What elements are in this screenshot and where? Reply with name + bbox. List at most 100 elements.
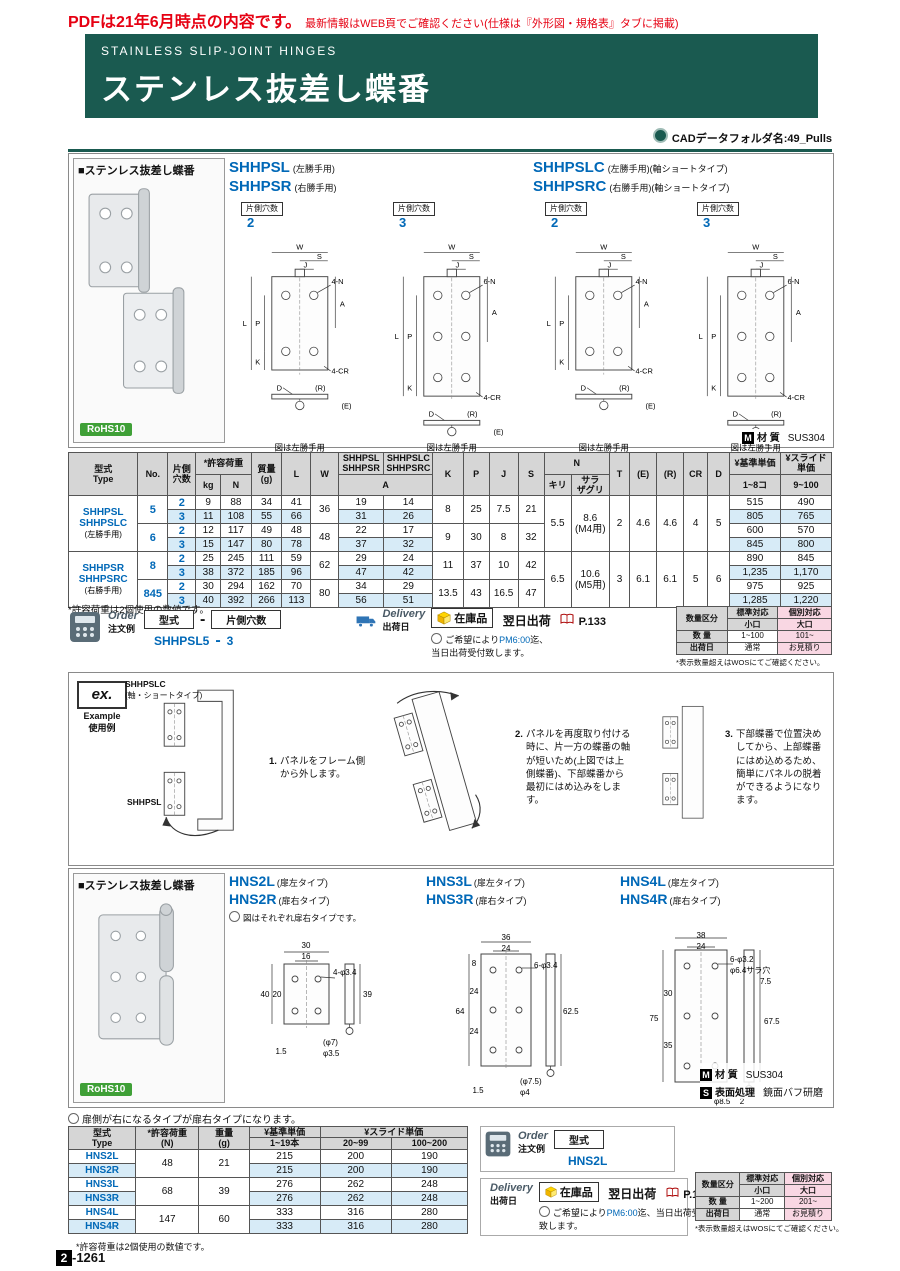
svg-text:24: 24 [697,942,706,951]
data-cell: 2 [608,495,631,553]
example-step-3: 3.下部蝶番で位置決めしてから、上部蝶番にはめ込めるため、簡単にパネルの脱着がで… [725,729,822,807]
data-cell: 490 [779,495,833,511]
header-cell: N [220,473,252,497]
data-cell: お見積り [783,1208,833,1222]
data-cell: 925 [779,579,833,595]
stock-cube-icon [437,611,452,625]
product-photo [88,188,185,394]
holes-count: 3 [399,215,407,230]
data-cell: 出荷日 [676,642,728,656]
ex-icon: ex. [77,681,127,709]
data-cell: HNS4L [67,1204,137,1220]
holes-label: 片側穴数 [393,202,435,216]
data-cell: 数 量 [694,1196,741,1210]
data-cell: 34 [337,579,385,595]
notice-main-text: PDFは21年6月時点の内容です。 [68,14,302,31]
data-cell: 66 [281,509,312,525]
data-cell: 245 [220,551,252,567]
data-cell: 21 [517,495,545,525]
svg-text:A: A [644,300,649,309]
data-cell: 48 [281,523,312,539]
svg-text:P: P [407,332,412,341]
data-cell: 25 [195,551,222,567]
order-fields-2: 型式 HNS2L [553,1130,607,1173]
delivery-label: Delivery 出荷日 [382,608,426,632]
svg-text:L: L [243,319,247,328]
header-cell: L [281,451,312,497]
svg-text:(R): (R) [467,410,478,419]
delivery-content-2: 在庫品 翌日出荷 P.133 ご希望によりPM6:00迄、当日出荷受付致します。 [538,1182,711,1232]
data-cell: 2 [167,523,197,539]
order-field-holes: 片側穴数 [211,610,282,629]
data-cell: 890 [729,551,781,567]
door-note-icon [68,1113,79,1124]
data-cell: 2 [167,579,197,595]
stock-badge-2: 在庫品 [538,1182,599,1202]
data-cell: 215 [248,1148,321,1164]
data-cell: 17 [383,523,434,539]
example-label-shhpsl: SHHPSL [127,797,162,807]
svg-text:P: P [559,319,564,328]
svg-text:(R): (R) [619,384,630,393]
stock-badge: 在庫品 [431,608,494,628]
svg-text:35: 35 [664,1041,673,1050]
data-cell: 21 [198,1148,250,1178]
svg-text:φ6.4サラ穴: φ6.4サラ穴 [730,965,770,975]
svg-text:W: W [752,243,760,252]
data-cell: 37 [337,537,385,553]
data-cell: SHHPSR SHHPSRC(右勝手用) [67,551,139,609]
data-cell: 41 [281,495,312,511]
page-reference-link[interactable]: P.133 [578,616,606,628]
data-cell: 80 [310,579,339,609]
data-cell: 42 [517,551,545,581]
data-cell: 31 [337,509,385,525]
data-cell: 10.6 (M5用) [570,551,610,609]
data-cell: 78 [281,537,312,553]
data-cell: 80 [250,537,283,553]
data-cell: 70 [281,579,312,595]
header-cell: ¥基準単価 [729,452,781,475]
data-cell: 通常 [739,1208,785,1222]
product-name: SHHPSR [229,178,292,195]
data-cell: 294 [220,579,252,595]
header-cell: 数量区分 [694,1171,741,1198]
svg-text:1.5: 1.5 [472,1086,484,1095]
data-cell: 30 [195,579,222,595]
book-icon [666,1187,679,1197]
svg-text:(φ7.5): (φ7.5) [520,1077,542,1086]
data-cell: 280 [390,1204,469,1220]
svg-text:図は左勝手用: 図は左勝手用 [579,442,629,452]
data-cell: 147 [135,1204,200,1234]
product-name: HNS3R [426,891,474,907]
data-cell: 51 [383,593,434,609]
data-cell: 111 [250,551,283,567]
holes-label: 片側穴数 [545,202,587,216]
data-cell: 200 [319,1162,392,1178]
svg-text:4-CR: 4-CR [484,393,502,402]
data-cell: 通常 [726,642,779,656]
quantity-note-2: *表示数量超えはWOSにてご確認ください。 [695,1224,844,1234]
svg-text:A: A [796,308,801,317]
product-note: (扉右タイプ) [475,896,527,906]
data-cell: 47 [337,565,385,581]
data-cell: 32 [517,523,545,553]
page-title: ステンレス抜差し蝶番 [101,72,431,107]
product-name: SHHPSL [229,159,290,176]
svg-text:J: J [304,260,308,269]
holes-count: 2 [551,215,559,230]
svg-text:(R): (R) [771,410,782,419]
data-cell: 262 [319,1190,392,1206]
data-cell: 333 [248,1204,321,1220]
svg-text:6-N: 6-N [484,277,496,286]
data-cell: 37 [462,551,490,581]
svg-text:30: 30 [664,989,673,998]
svg-text:W: W [448,243,456,252]
